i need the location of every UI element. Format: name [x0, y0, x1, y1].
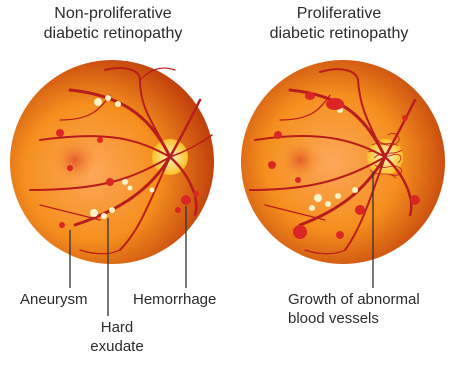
hemorrhage-label: Hemorrhage	[133, 290, 216, 309]
aneurysm-label: Aneurysm	[20, 290, 88, 309]
hard-exudate-label: Hard exudate	[77, 318, 157, 356]
left-retina	[10, 60, 214, 316]
abnormal-vessel-growth-label: Growth of abnormal blood vessels	[288, 290, 420, 328]
right-retina	[241, 60, 445, 288]
